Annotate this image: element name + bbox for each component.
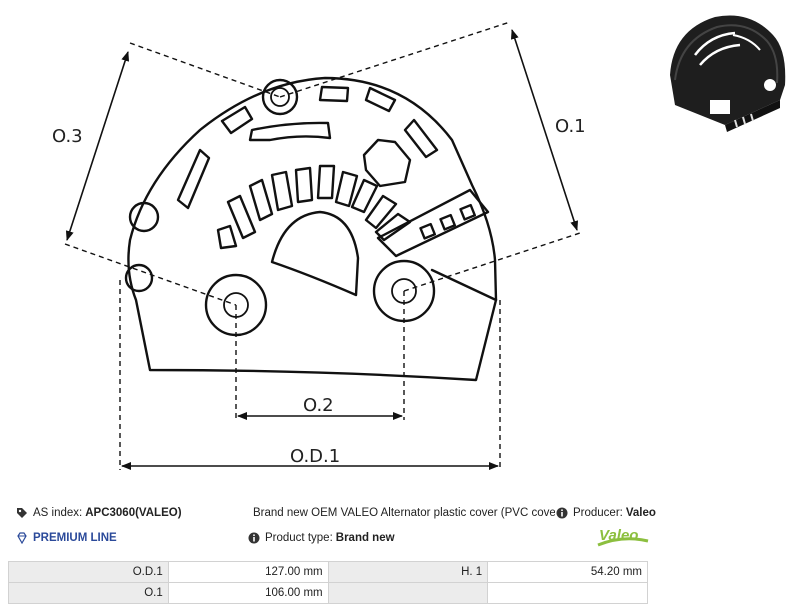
product-type-label: Product type: bbox=[265, 532, 333, 544]
table-row: O.D.1 127.00 mm H. 1 54.20 mm bbox=[8, 561, 648, 583]
description-text: Brand new OEM VALEO Alternator plastic c… bbox=[253, 507, 555, 519]
producer-value: Valeo bbox=[625, 507, 656, 519]
product-thumbnail[interactable] bbox=[655, 5, 800, 133]
dim-o3-line bbox=[65, 51, 130, 241]
cover-outline bbox=[127, 76, 498, 382]
dim-label-o2: O.2 bbox=[303, 395, 334, 416]
as-index-row: AS index: APC3060(VALEO) bbox=[16, 507, 182, 519]
spec-label-od1: O.D.1 bbox=[8, 561, 169, 583]
technical-drawing: O.3 O.1 O.2 O.D.1 bbox=[52, 21, 586, 470]
specs-table: O.D.1 127.00 mm H. 1 54.20 mm O.1 106.00… bbox=[8, 561, 648, 604]
as-index-label: AS index: bbox=[33, 507, 83, 519]
spec-value-od1: 127.00 mm bbox=[167, 561, 329, 583]
producer-row: Producer: Valeo bbox=[556, 507, 656, 519]
description-row: Brand new OEM VALEO Alternator plastic c… bbox=[248, 507, 555, 519]
info-icon bbox=[556, 507, 568, 519]
dim-o1-line bbox=[510, 29, 579, 231]
spec-label-o1: O.1 bbox=[8, 582, 169, 604]
table-row: O.1 106.00 mm bbox=[8, 582, 648, 604]
producer-label: Producer: bbox=[573, 507, 623, 519]
premium-line-row: PREMIUM LINE bbox=[16, 532, 117, 544]
dim-label-o3: O.3 bbox=[52, 126, 83, 147]
dim-label-o1: O.1 bbox=[555, 116, 586, 137]
product-type-value: Brand new bbox=[335, 532, 395, 544]
product-type-row: Product type: Brand new bbox=[248, 532, 395, 544]
spec-value-o1: 106.00 mm bbox=[167, 582, 329, 604]
valeo-logo-text: Valeo bbox=[599, 527, 638, 544]
premium-line-label[interactable]: PREMIUM LINE bbox=[33, 532, 117, 544]
dim-label-od1: O.D.1 bbox=[290, 446, 340, 467]
valeo-logo: Valeo bbox=[597, 527, 649, 547]
spec-value-h1: 54.20 mm bbox=[487, 561, 648, 583]
tag-icon bbox=[17, 508, 27, 518]
diamond-icon bbox=[17, 532, 27, 544]
spec-label-empty bbox=[327, 582, 489, 604]
as-index-value[interactable]: APC3060(VALEO) bbox=[85, 507, 182, 519]
spec-value-empty bbox=[487, 582, 648, 604]
spec-label-h1: H. 1 bbox=[327, 561, 489, 583]
info-icon bbox=[248, 532, 260, 544]
